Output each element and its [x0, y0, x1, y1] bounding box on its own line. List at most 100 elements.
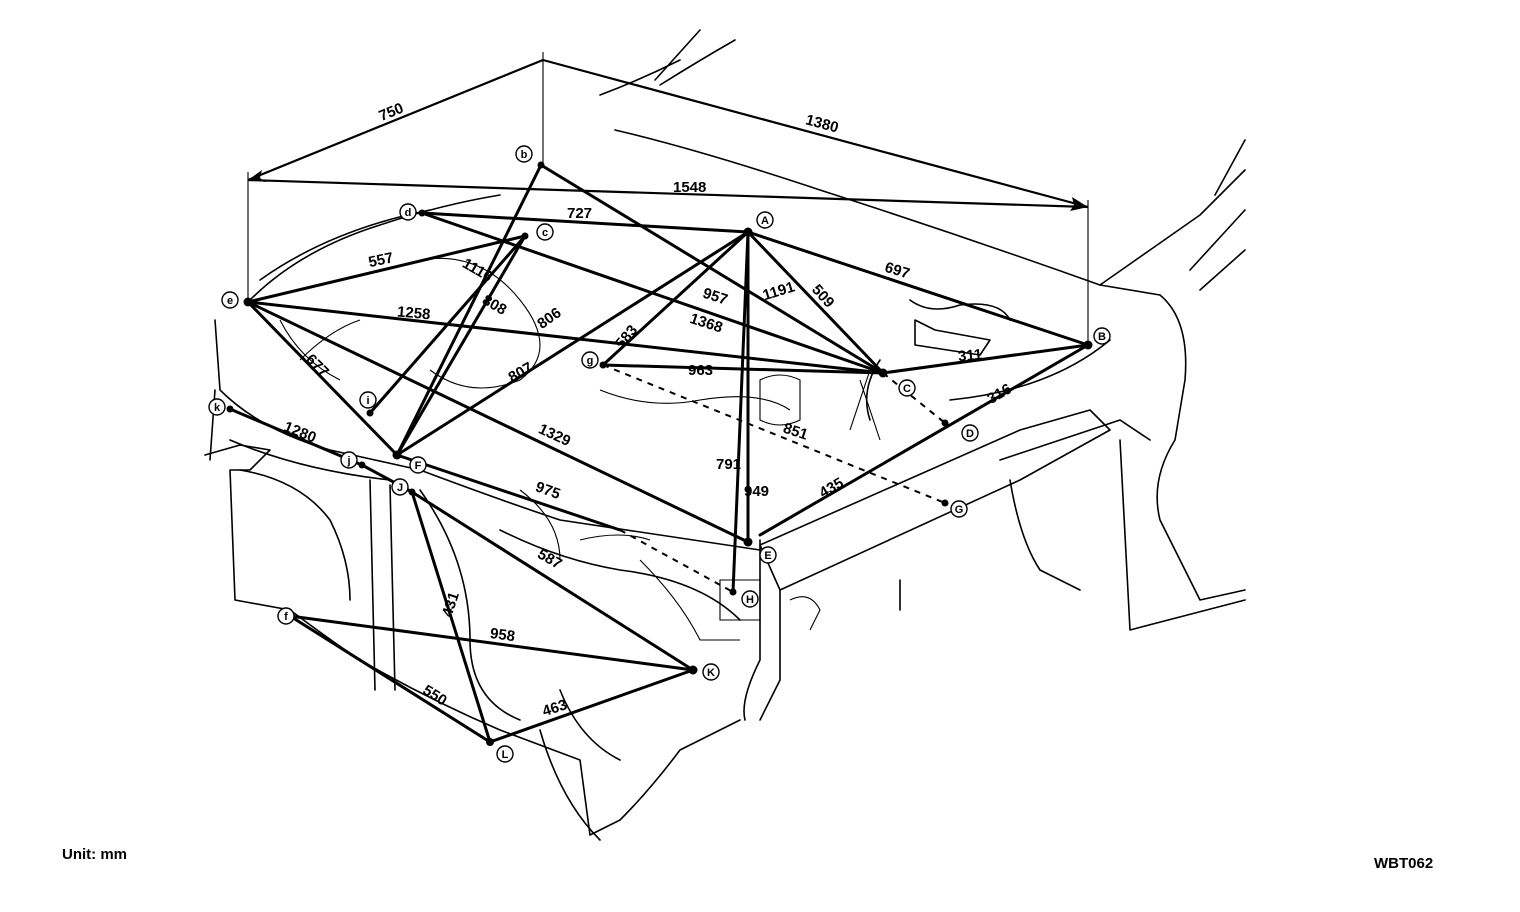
dimension-727: 727 [567, 205, 592, 222]
point-label-B: B [1093, 327, 1111, 345]
dimension-791: 791 [716, 456, 741, 473]
line-C-D [882, 372, 946, 424]
arrow-head-right [1070, 197, 1088, 211]
dot-A [743, 227, 753, 237]
line-e-E [246, 300, 750, 544]
dot-E [743, 537, 753, 547]
dimension-808: 808 [479, 292, 509, 319]
point-label-E: E [759, 546, 777, 564]
svg-text:g: g [587, 355, 594, 367]
svg-text:b: b [521, 149, 528, 161]
svg-text:B: B [1098, 331, 1106, 343]
dimension-750: 750 [376, 100, 406, 125]
dimension-1329: 1329 [536, 421, 573, 451]
line-L-K [488, 668, 695, 744]
dot-e [243, 297, 253, 307]
point-label-b: b [515, 145, 533, 163]
dimension-463: 463 [540, 696, 569, 720]
point-label-i: i [359, 391, 377, 409]
dot-K [688, 665, 698, 675]
dimension-1280: 1280 [281, 418, 318, 446]
overall-dimension-lines [247, 52, 1089, 345]
line-b-F [395, 163, 543, 457]
line-g-C [601, 363, 885, 375]
line-A-g [601, 230, 750, 367]
point-label-H: H [741, 590, 759, 608]
point-label-F: F [409, 456, 427, 474]
point-label-k: k [208, 398, 226, 416]
point-label-J: J [391, 478, 409, 496]
point-label-c: c [536, 223, 554, 241]
line-F-H [619, 529, 734, 593]
dot-i [366, 409, 374, 417]
dimension-851: 851 [781, 420, 810, 444]
dimension-963: 963 [688, 362, 713, 379]
point-label-C: C [898, 379, 916, 397]
point-label-G: G [950, 500, 968, 518]
point-labels: b d c A e B C D g i k j J F E H G f K L [208, 145, 1111, 763]
dimension-697: 697 [883, 259, 912, 283]
dimension-311: 311 [957, 346, 983, 365]
dot-B [1083, 340, 1093, 350]
line-k-j [228, 407, 364, 467]
dimension-958: 958 [489, 625, 516, 645]
svg-text:H: H [746, 594, 754, 606]
line-f-K [288, 614, 695, 672]
arrow-head-left [248, 170, 266, 182]
dot-b [537, 161, 545, 169]
line-b-C [539, 163, 885, 375]
dim-line-1548 [247, 178, 1089, 209]
svg-text:A: A [761, 215, 769, 227]
svg-text:j: j [346, 455, 350, 467]
point-label-d: d [399, 203, 417, 221]
line-J-K [410, 490, 695, 672]
svg-text:C: C [903, 383, 911, 395]
dot-D [941, 419, 949, 427]
dimension-975: 975 [533, 478, 562, 503]
svg-text:e: e [227, 295, 233, 307]
dimension-431: 431 [439, 590, 463, 619]
svg-text:K: K [707, 667, 715, 679]
dot-j [358, 461, 366, 469]
svg-text:D: D [966, 428, 974, 440]
line-A-H [731, 230, 750, 594]
point-label-g: g [581, 351, 599, 369]
line-g-G [602, 364, 946, 504]
dot-d [418, 209, 426, 217]
dot-L [486, 738, 494, 746]
dimension-957: 957 [701, 285, 730, 309]
dot-H [729, 588, 737, 596]
dimension-1548: 1548 [673, 179, 706, 196]
svg-text:k: k [214, 402, 221, 414]
point-label-D: D [961, 424, 979, 442]
line-c-F [395, 234, 527, 457]
svg-text:J: J [397, 482, 403, 494]
measurement-lines [228, 163, 1090, 744]
svg-text:G: G [955, 504, 964, 516]
dot-G [941, 499, 949, 507]
dimension-949: 949 [744, 483, 769, 500]
dimension-435: 435 [816, 474, 846, 501]
line-F-E [395, 453, 622, 532]
svg-text:d: d [405, 207, 412, 219]
svg-text:L: L [502, 749, 509, 761]
point-label-e: e [221, 291, 239, 309]
figure-code: WBT062 [1374, 855, 1434, 872]
svg-text:f: f [284, 611, 288, 623]
dim-line-1380 [542, 58, 1089, 209]
dimension-583: 583 [612, 322, 641, 352]
line-C-B [881, 343, 1090, 375]
dot-k [226, 405, 234, 413]
line-A-B [746, 230, 1090, 347]
dimension-1258: 1258 [396, 303, 431, 323]
dimension-1368: 1368 [688, 310, 725, 336]
dim-line-750 [247, 58, 544, 182]
dimension-509: 509 [808, 281, 837, 311]
svg-text:F: F [415, 460, 422, 472]
dimension-1116: 1116 [459, 255, 495, 286]
line-A-F [395, 230, 750, 457]
point-label-K: K [702, 663, 720, 681]
line-e-F [246, 300, 399, 457]
dimension-806: 806 [534, 304, 564, 332]
dimension-1191: 1191 [761, 278, 797, 304]
